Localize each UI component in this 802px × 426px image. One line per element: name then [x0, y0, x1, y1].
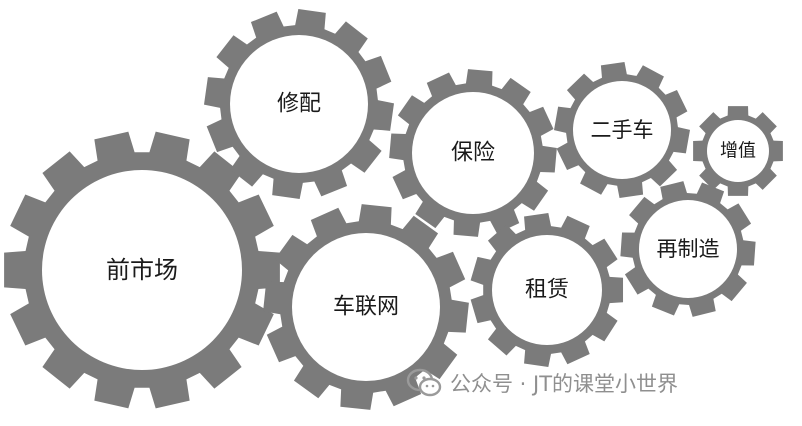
watermark: 公众号 · JT的课堂小世界: [406, 368, 678, 398]
wechat-icon: [406, 368, 442, 397]
gear-label-remanufacture: 再制造: [657, 237, 720, 261]
gear-label-used-car: 二手车: [591, 118, 654, 142]
gear-hub: [573, 81, 671, 179]
gear-label-aftermarket: 前市场: [106, 256, 178, 284]
gear-value-add: 增值: [693, 106, 783, 196]
gear-insurance: 保险: [389, 69, 557, 237]
gear-aftermarket: 前市场: [4, 131, 280, 409]
gear-hub: [412, 92, 534, 214]
gear-hub: [42, 170, 242, 370]
gear-label-iov: 车联网: [333, 295, 399, 320]
gear-leasing: 租赁: [470, 213, 624, 367]
gear-label-value-add: 增值: [720, 141, 756, 162]
gear-label-leasing: 租赁: [525, 278, 569, 303]
gear-hub: [707, 120, 769, 182]
gear-hub: [230, 35, 368, 173]
gear-hub: [639, 200, 737, 298]
gear-remanufacture: 再制造: [620, 181, 756, 317]
gear-used-car: 二手车: [554, 62, 690, 198]
gear-iov: 车联网: [263, 204, 469, 410]
gear-hub: [292, 233, 440, 381]
gear-repair: 修配: [204, 9, 394, 199]
gear-label-insurance: 保险: [451, 141, 495, 166]
gear-label-repair: 修配: [277, 92, 321, 117]
watermark-text: 公众号 · JT的课堂小世界: [450, 372, 679, 396]
gear-hub: [492, 235, 602, 345]
